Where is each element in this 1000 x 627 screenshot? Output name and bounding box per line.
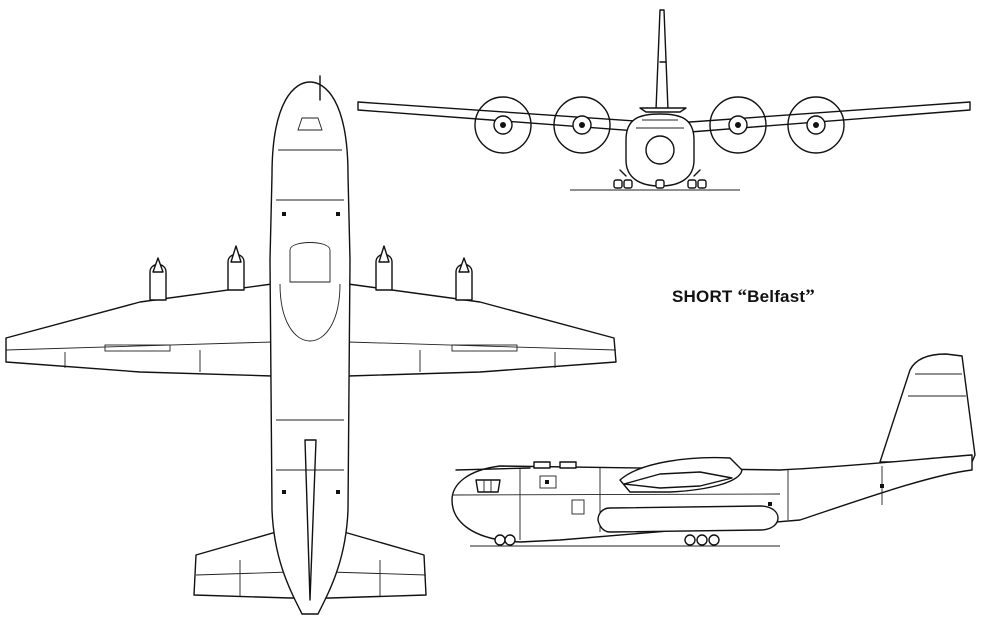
side-landing-gear <box>494 534 720 546</box>
title-model: Belfast <box>747 287 806 306</box>
plan-fuselage <box>269 81 351 615</box>
title-open-quote: “ <box>737 286 748 307</box>
plan-engine-4 <box>455 257 473 301</box>
plan-engine-2 <box>227 245 245 291</box>
front-fin <box>655 9 669 111</box>
plan-engine-3 <box>375 245 393 291</box>
front-prop-disc-4 <box>787 96 845 154</box>
front-prop-disc-2 <box>553 96 611 154</box>
front-fuselage <box>625 113 695 187</box>
front-view <box>357 9 971 191</box>
side-fin <box>879 353 976 463</box>
plan-view <box>5 75 617 615</box>
aircraft-title: SHORT “Belfast” <box>672 286 815 308</box>
title-close-quote: ” <box>805 286 815 307</box>
front-prop-disc-1 <box>474 96 532 154</box>
side-view <box>451 353 976 547</box>
title-maker: SHORT <box>672 287 733 306</box>
front-prop-disc-3 <box>709 96 767 154</box>
side-cargo-pod <box>597 505 779 533</box>
plan-engine-1 <box>149 257 167 301</box>
front-landing-gear <box>613 179 707 189</box>
